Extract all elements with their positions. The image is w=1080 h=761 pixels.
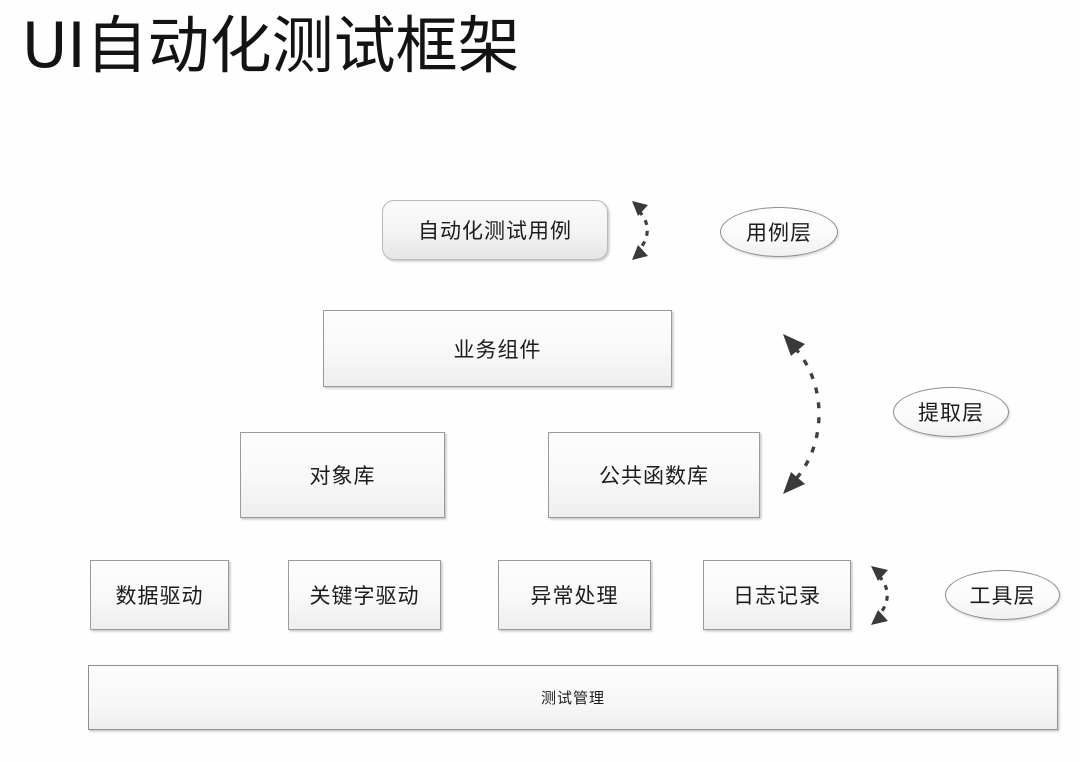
tool-layer-connector-icon <box>863 558 913 632</box>
node-object-repository[interactable]: 对象库 <box>240 432 445 518</box>
case-layer-connector-icon <box>624 195 674 267</box>
layer-label-case: 用例层 <box>720 207 838 257</box>
layer-label-extract: 提取层 <box>893 387 1009 437</box>
node-logging[interactable]: 日志记录 <box>703 560 851 630</box>
node-data-driven[interactable]: 数据驱动 <box>90 560 229 630</box>
node-business-component[interactable]: 业务组件 <box>323 310 672 387</box>
node-keyword-driven[interactable]: 关键字驱动 <box>288 560 441 630</box>
node-test-management[interactable]: 测试管理 <box>88 665 1058 730</box>
node-exception-handling[interactable]: 异常处理 <box>498 560 651 630</box>
node-common-function-library[interactable]: 公共函数库 <box>548 432 760 518</box>
node-automation-test-case[interactable]: 自动化测试用例 <box>382 200 608 260</box>
extract-layer-connector-icon <box>775 326 845 502</box>
page-title: UI自动化测试框架 <box>22 9 520 82</box>
layer-label-tool: 工具层 <box>945 570 1060 620</box>
